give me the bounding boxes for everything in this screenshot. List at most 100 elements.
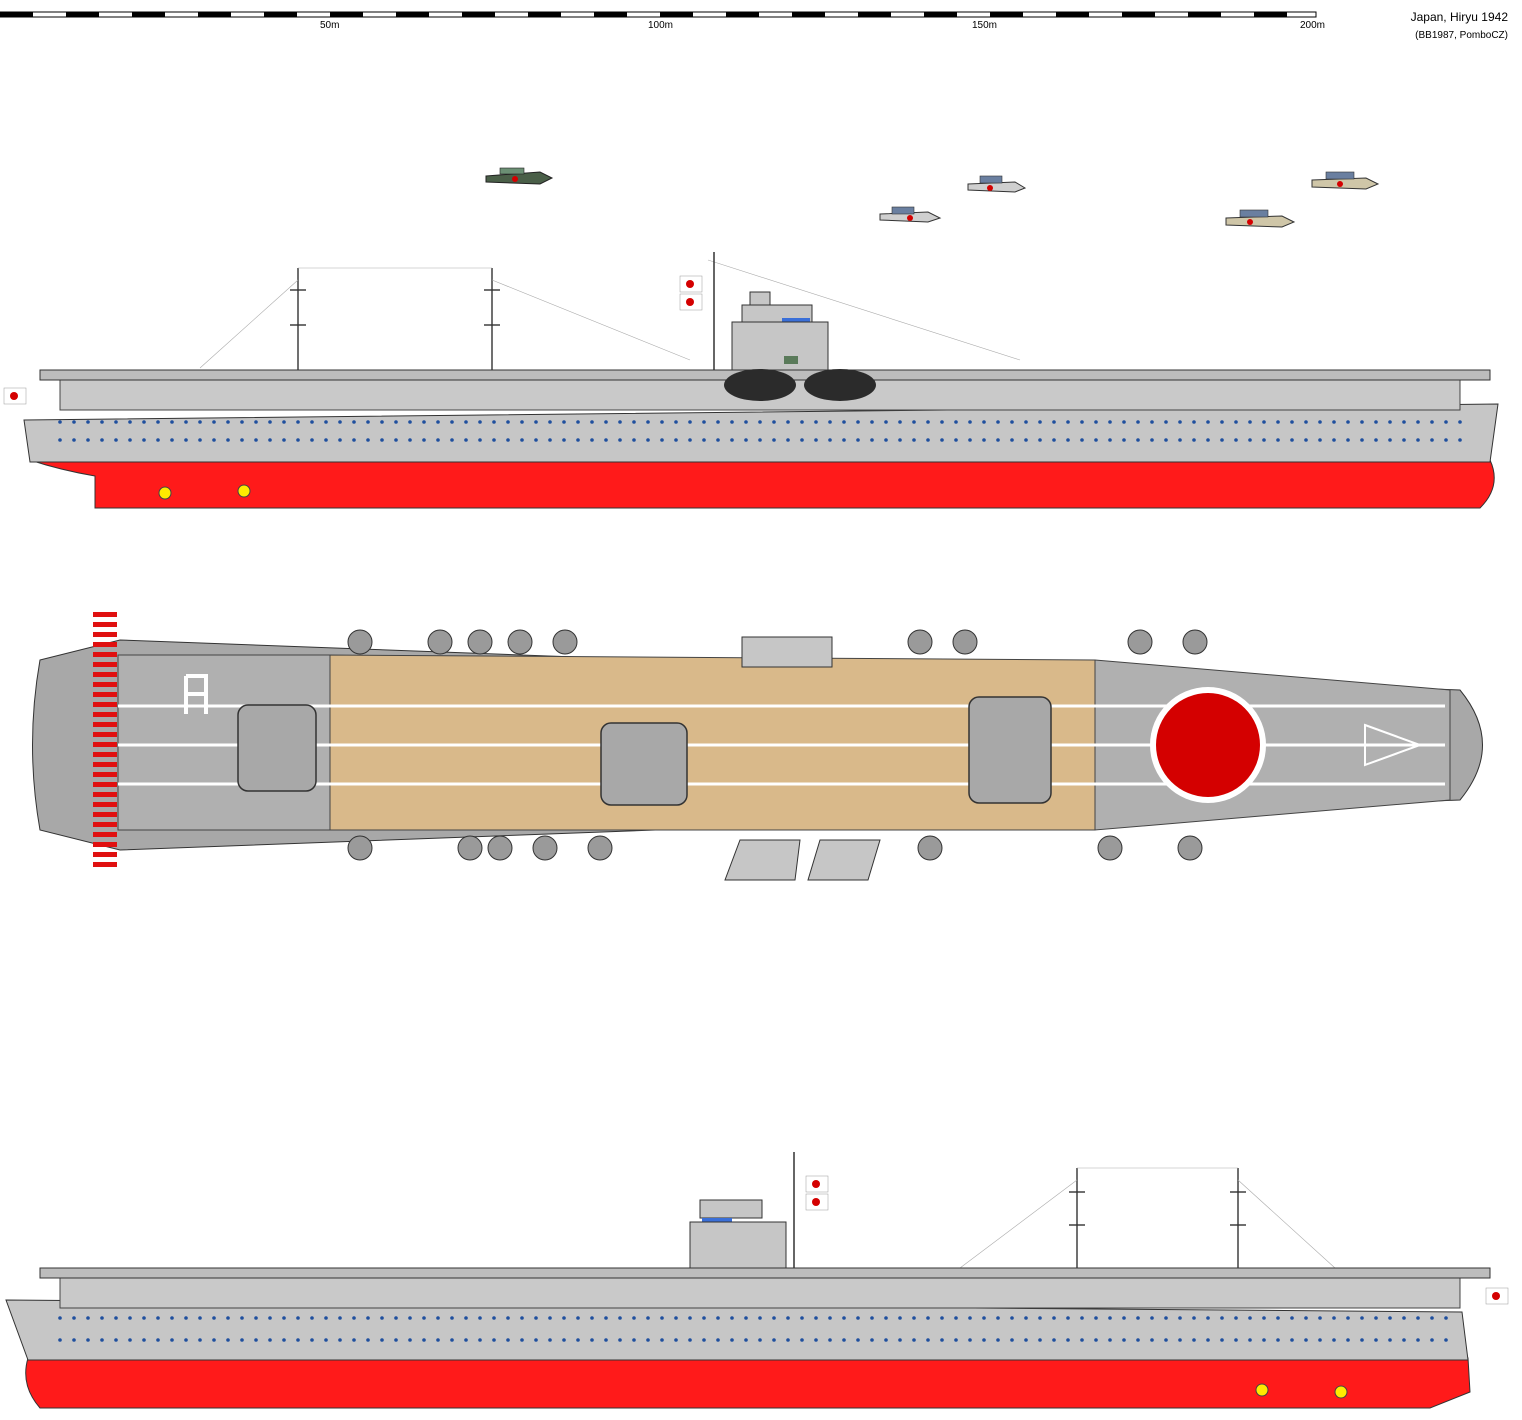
porthole <box>1150 1316 1154 1320</box>
porthole <box>800 1316 804 1320</box>
porthole <box>996 1338 1000 1342</box>
porthole <box>86 438 90 442</box>
porthole <box>296 438 300 442</box>
starboard-profile-view <box>0 150 1522 530</box>
scale-label-150: 150m <box>972 20 998 31</box>
porthole <box>156 1316 160 1320</box>
porthole <box>884 438 888 442</box>
porthole <box>590 1316 594 1320</box>
scale-label-50: 50m <box>320 20 340 31</box>
porthole <box>226 1316 230 1320</box>
porthole <box>800 438 804 442</box>
porthole <box>646 1338 650 1342</box>
porthole <box>1108 1316 1112 1320</box>
porthole <box>772 438 776 442</box>
porthole <box>968 420 972 424</box>
scale-segment <box>330 12 363 17</box>
porthole <box>114 1338 118 1342</box>
porthole <box>534 1316 538 1320</box>
porthole <box>548 1316 552 1320</box>
porthole <box>814 1316 818 1320</box>
porthole <box>562 1316 566 1320</box>
stern-stripe <box>93 622 117 627</box>
porthole <box>842 438 846 442</box>
porthole <box>660 420 664 424</box>
porthole <box>450 1316 454 1320</box>
porthole <box>156 420 160 424</box>
porthole <box>1094 420 1098 424</box>
hull-underwater <box>29 459 1495 509</box>
naval-ensign-flag <box>679 275 703 311</box>
porthole <box>366 1338 370 1342</box>
flight-deck <box>39 1267 1491 1279</box>
porthole <box>814 420 818 424</box>
porthole <box>674 438 678 442</box>
porthole <box>380 420 384 424</box>
gun-tub <box>1182 629 1208 655</box>
porthole <box>898 1316 902 1320</box>
porthole <box>1024 1316 1028 1320</box>
porthole <box>716 438 720 442</box>
porthole <box>114 1316 118 1320</box>
porthole <box>534 1338 538 1342</box>
deck-identification-mark <box>184 674 208 714</box>
scale-segment <box>264 12 297 17</box>
hangar-deck <box>59 1277 1461 1309</box>
porthole <box>912 1316 916 1320</box>
porthole <box>702 1316 706 1320</box>
porthole <box>1038 1316 1042 1320</box>
hull-upper <box>23 403 1499 463</box>
gun-tub <box>467 629 493 655</box>
porthole <box>1374 420 1378 424</box>
porthole <box>352 438 356 442</box>
stern-stripe <box>93 822 117 827</box>
porthole <box>1234 438 1238 442</box>
porthole <box>1150 420 1154 424</box>
porthole <box>744 420 748 424</box>
porthole <box>870 420 874 424</box>
porthole <box>604 1338 608 1342</box>
porthole <box>1360 438 1364 442</box>
gun-tub <box>457 835 483 861</box>
porthole <box>1024 438 1028 442</box>
drawing-title: Japan, Hiryu 1942 <box>1410 10 1508 24</box>
porthole <box>128 438 132 442</box>
porthole <box>800 420 804 424</box>
porthole <box>1024 420 1028 424</box>
porthole <box>968 438 972 442</box>
porthole <box>380 438 384 442</box>
porthole <box>1402 1338 1406 1342</box>
porthole <box>1360 1316 1364 1320</box>
porthole <box>660 1338 664 1342</box>
porthole <box>702 1338 706 1342</box>
porthole <box>716 1316 720 1320</box>
porthole <box>982 1316 986 1320</box>
hull-upper <box>5 1299 1469 1361</box>
porthole <box>1010 1338 1014 1342</box>
porthole <box>632 1316 636 1320</box>
porthole <box>324 1316 328 1320</box>
porthole <box>436 1316 440 1320</box>
porthole <box>730 1338 734 1342</box>
elevator-aft <box>237 704 317 792</box>
porthole <box>1150 1338 1154 1342</box>
hull-underwater <box>25 1357 1471 1409</box>
porthole <box>772 1316 776 1320</box>
porthole <box>394 1316 398 1320</box>
porthole <box>1080 1338 1084 1342</box>
gun-tub <box>507 629 533 655</box>
porthole <box>268 1316 272 1320</box>
porthole <box>1192 438 1196 442</box>
porthole <box>590 420 594 424</box>
port-profile-svg <box>5 1152 1509 1409</box>
porthole <box>1416 438 1420 442</box>
porthole <box>1150 438 1154 442</box>
island-superstructure <box>689 1152 795 1271</box>
scale-segment <box>1122 12 1155 17</box>
porthole <box>1094 1338 1098 1342</box>
porthole <box>254 1338 258 1342</box>
porthole <box>576 1316 580 1320</box>
porthole <box>1430 1316 1434 1320</box>
porthole <box>912 1338 916 1342</box>
porthole <box>828 438 832 442</box>
